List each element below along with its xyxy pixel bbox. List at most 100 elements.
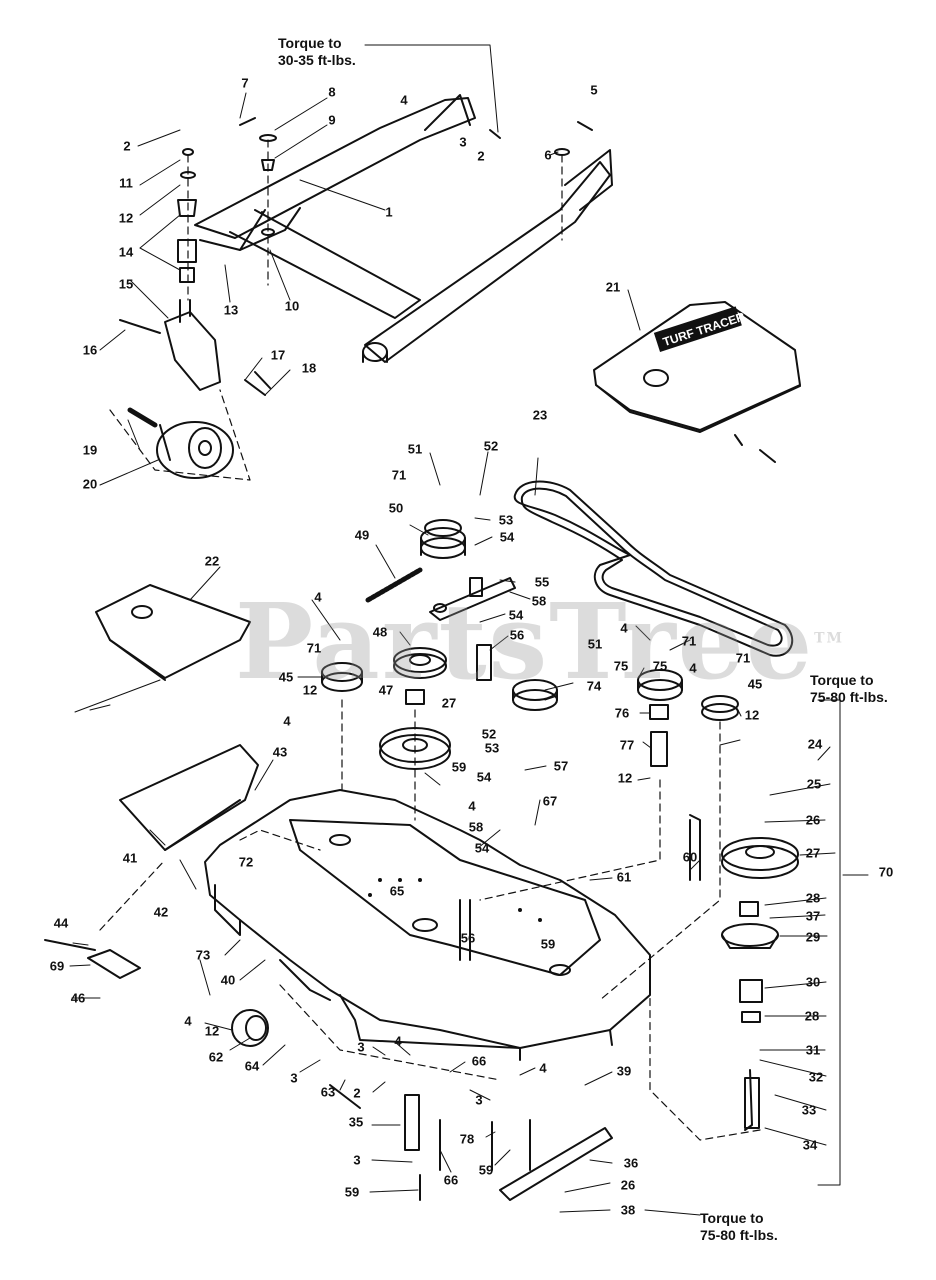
callout-number: 66 — [443, 1172, 459, 1188]
callout-number: 77 — [619, 737, 635, 753]
callout-number: 64 — [244, 1058, 260, 1074]
callout-number: 12 — [617, 770, 633, 786]
callout-number: 47 — [378, 682, 394, 698]
callout-number: 66 — [471, 1053, 487, 1069]
callout-number: 2 — [123, 138, 131, 154]
callout-number: 58 — [531, 593, 547, 609]
callout-number: 15 — [118, 276, 134, 292]
callout-number: 4 — [539, 1060, 547, 1076]
callout-number: 46 — [70, 990, 86, 1006]
callout-number: 18 — [301, 360, 317, 376]
callout-number: 1 — [385, 204, 393, 220]
watermark: PartsTreeTM — [235, 580, 844, 703]
callout-number: 34 — [802, 1137, 818, 1153]
callout-number: 56 — [509, 627, 525, 643]
torque-note-top: Torque to 30-35 ft-lbs. — [278, 35, 356, 68]
callout-number: 67 — [542, 793, 558, 809]
belt-cover — [593, 301, 801, 463]
callout-number: 54 — [474, 840, 490, 856]
callout-number: 3 — [475, 1092, 483, 1108]
callout-number: 76 — [614, 705, 630, 721]
callout-number: 4 — [620, 620, 628, 636]
mower-deck — [204, 789, 651, 1061]
callout-number: 45 — [278, 669, 294, 685]
callout-number: 27 — [805, 845, 821, 861]
callout-number: 73 — [195, 947, 211, 963]
callout-number: 52 — [483, 438, 499, 454]
discharge-chute — [119, 744, 259, 851]
callout-number: 4 — [184, 1013, 192, 1029]
callout-number: 61 — [616, 869, 632, 885]
callout-number: 52 — [481, 726, 497, 742]
idler-assembly — [365, 519, 516, 621]
callout-number: 13 — [223, 302, 239, 318]
assembly-lines — [99, 139, 761, 1141]
callout-number: 65 — [389, 883, 405, 899]
callout-number: 51 — [407, 441, 423, 457]
callout-number: 57 — [553, 758, 569, 774]
callout-number: 25 — [806, 776, 822, 792]
callout-number: 5 — [590, 82, 598, 98]
callout-number: 63 — [320, 1084, 336, 1100]
callout-number: 44 — [53, 915, 69, 931]
callout-number: 4 — [468, 798, 476, 814]
torque-note-right: Torque to 75-80 ft-lbs. — [810, 672, 888, 705]
callout-number: 75 — [652, 658, 668, 674]
callout-number: 53 — [498, 512, 514, 528]
callout-number: 7 — [241, 75, 249, 91]
callout-number: 28 — [805, 890, 821, 906]
deflector-plate — [95, 584, 251, 681]
callout-number: 37 — [805, 908, 821, 924]
callout-number: 23 — [532, 407, 548, 423]
callout-number: 11 — [119, 175, 133, 191]
callout-number: 32 — [808, 1069, 824, 1085]
callout-number: 6 — [544, 147, 552, 163]
callout-number: 12 — [118, 210, 134, 226]
callout-number: 2 — [477, 148, 485, 164]
callout-number: 21 — [605, 279, 621, 295]
callout-number: 42 — [153, 904, 169, 920]
callout-number: 40 — [220, 972, 236, 988]
left-pulleys — [321, 647, 451, 770]
spindle-stack — [689, 814, 799, 1131]
callout-number: 54 — [476, 769, 492, 785]
callout-number: 59 — [478, 1162, 494, 1178]
watermark-tm: TM — [814, 630, 845, 647]
callout-number: 4 — [283, 713, 291, 729]
callout-number: 4 — [400, 92, 408, 108]
callout-number: 56 — [460, 930, 476, 946]
callout-number: 39 — [616, 1063, 632, 1079]
front-frame — [194, 94, 613, 363]
callout-number: 50 — [388, 500, 404, 516]
callout-number: 28 — [804, 1008, 820, 1024]
callout-number: 19 — [82, 442, 98, 458]
callout-number: 17 — [270, 347, 286, 363]
center-pulleys — [476, 644, 739, 767]
callout-number: 36 — [623, 1155, 639, 1171]
callout-number: 54 — [508, 607, 524, 623]
drive-belt — [513, 480, 794, 657]
caster-assembly — [119, 148, 271, 479]
callout-number: 4 — [689, 660, 697, 676]
callout-number: 2 — [353, 1085, 361, 1101]
callout-number: 10 — [284, 298, 300, 314]
callout-number: 59 — [451, 759, 467, 775]
callout-number: 58 — [468, 819, 484, 835]
callout-number: 3 — [459, 134, 467, 150]
callout-number: 4 — [394, 1033, 402, 1049]
callout-number: 12 — [204, 1023, 220, 1039]
callout-number: 59 — [344, 1184, 360, 1200]
callout-number: 72 — [238, 854, 254, 870]
callout-number: 3 — [353, 1152, 361, 1168]
callout-number: 3 — [357, 1039, 365, 1055]
callout-number: 3 — [290, 1070, 298, 1086]
watermark-text: PartsTree — [235, 580, 815, 703]
callout-number: 31 — [805, 1042, 821, 1058]
torque-note-bottom: Torque to 75-80 ft-lbs. — [700, 1210, 778, 1243]
callout-number: 16 — [82, 342, 98, 358]
callout-number: 24 — [807, 736, 823, 752]
callout-number: 54 — [499, 529, 515, 545]
callout-number: 78 — [459, 1131, 475, 1147]
